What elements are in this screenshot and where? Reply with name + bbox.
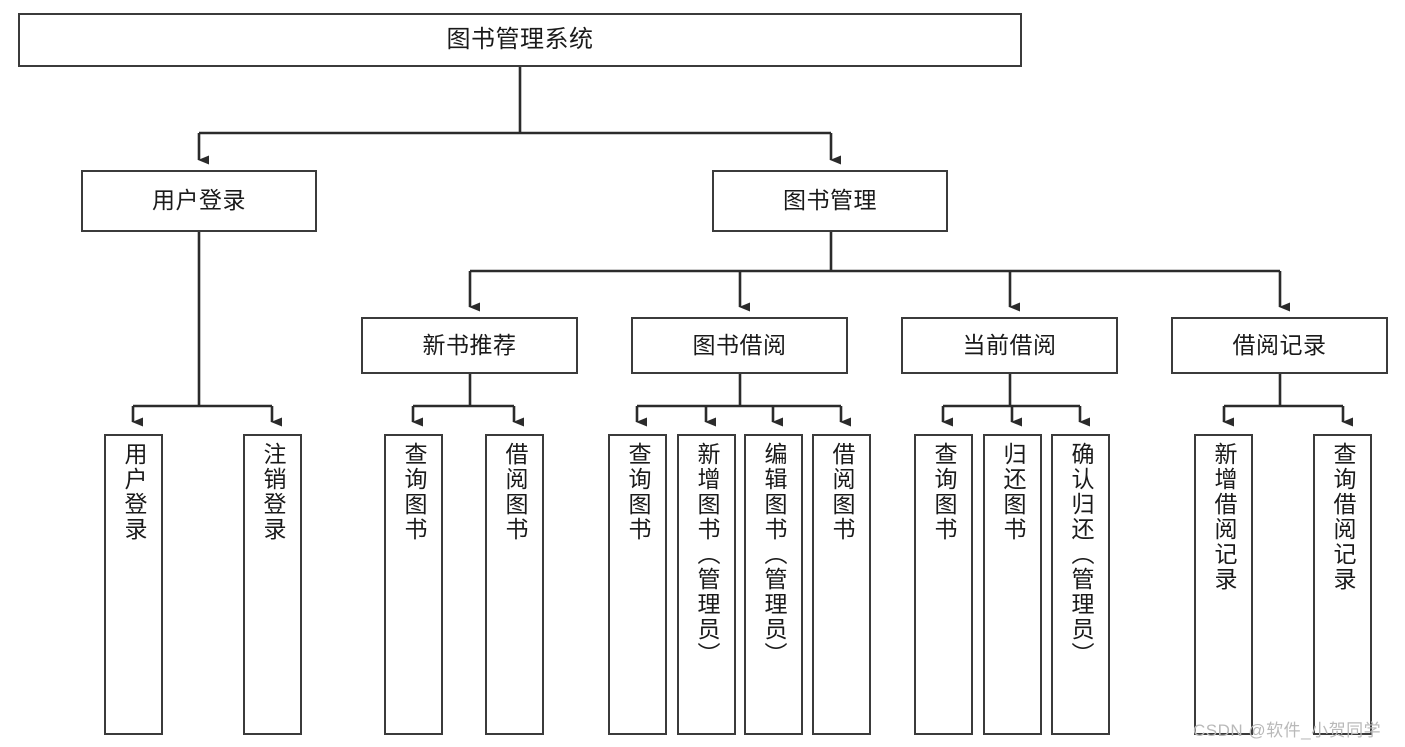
node-current-borrow[interactable]: 当前借阅 [901, 317, 1118, 374]
node-leaf-query-book-2-label: 查询图书 [625, 442, 651, 542]
node-leaf-user-login[interactable]: 用户登录 [104, 434, 163, 735]
node-leaf-borrow-book-1-label: 借阅图书 [502, 442, 528, 542]
node-leaf-add-borrow-record[interactable]: 新增借阅记录 [1194, 434, 1253, 735]
node-book-management-label: 图书管理 [783, 187, 877, 214]
node-leaf-confirm-return-label: 确认归还（管理员） [1068, 442, 1094, 667]
node-leaf-borrow-book-1[interactable]: 借阅图书 [485, 434, 544, 735]
node-root-label: 图书管理系统 [446, 25, 594, 53]
node-leaf-edit-book-label: 编辑图书（管理员） [761, 442, 787, 667]
node-root[interactable]: 图书管理系统 [18, 13, 1022, 67]
node-new-book-recommend[interactable]: 新书推荐 [361, 317, 578, 374]
node-leaf-return-book[interactable]: 归还图书 [983, 434, 1042, 735]
node-leaf-edit-book[interactable]: 编辑图书（管理员） [744, 434, 803, 735]
node-leaf-query-book-3[interactable]: 查询图书 [914, 434, 973, 735]
node-book-management[interactable]: 图书管理 [712, 170, 948, 232]
node-leaf-add-borrow-record-label: 新增借阅记录 [1211, 442, 1237, 592]
node-leaf-query-book-1-label: 查询图书 [401, 442, 427, 542]
node-leaf-query-book-3-label: 查询图书 [931, 442, 957, 542]
node-leaf-borrow-book-2[interactable]: 借阅图书 [812, 434, 871, 735]
csdn-watermark: CSDN @软件_小贺同学 [1193, 721, 1382, 740]
node-leaf-add-book[interactable]: 新增图书（管理员） [677, 434, 736, 735]
node-user-login-label: 用户登录 [152, 187, 246, 214]
node-leaf-logout-login-label: 注销登录 [260, 442, 286, 542]
node-leaf-confirm-return[interactable]: 确认归还（管理员） [1051, 434, 1110, 735]
node-leaf-logout-login[interactable]: 注销登录 [243, 434, 302, 735]
node-leaf-query-borrow-record-label: 查询借阅记录 [1330, 442, 1356, 592]
node-new-book-recommend-label: 新书推荐 [422, 331, 517, 358]
node-current-borrow-label: 当前借阅 [962, 331, 1057, 358]
node-leaf-borrow-book-2-label: 借阅图书 [829, 442, 855, 542]
node-book-borrow-label: 图书借阅 [692, 331, 787, 358]
node-book-borrow[interactable]: 图书借阅 [631, 317, 848, 374]
node-leaf-query-book-2[interactable]: 查询图书 [608, 434, 667, 735]
node-borrow-record-label: 借阅记录 [1232, 331, 1327, 358]
node-leaf-return-book-label: 归还图书 [1000, 442, 1026, 542]
node-user-login[interactable]: 用户登录 [81, 170, 317, 232]
node-leaf-user-login-label: 用户登录 [121, 442, 147, 542]
node-leaf-add-book-label: 新增图书（管理员） [694, 442, 720, 667]
node-leaf-query-borrow-record[interactable]: 查询借阅记录 [1313, 434, 1372, 735]
node-borrow-record[interactable]: 借阅记录 [1171, 317, 1388, 374]
node-leaf-query-book-1[interactable]: 查询图书 [384, 434, 443, 735]
